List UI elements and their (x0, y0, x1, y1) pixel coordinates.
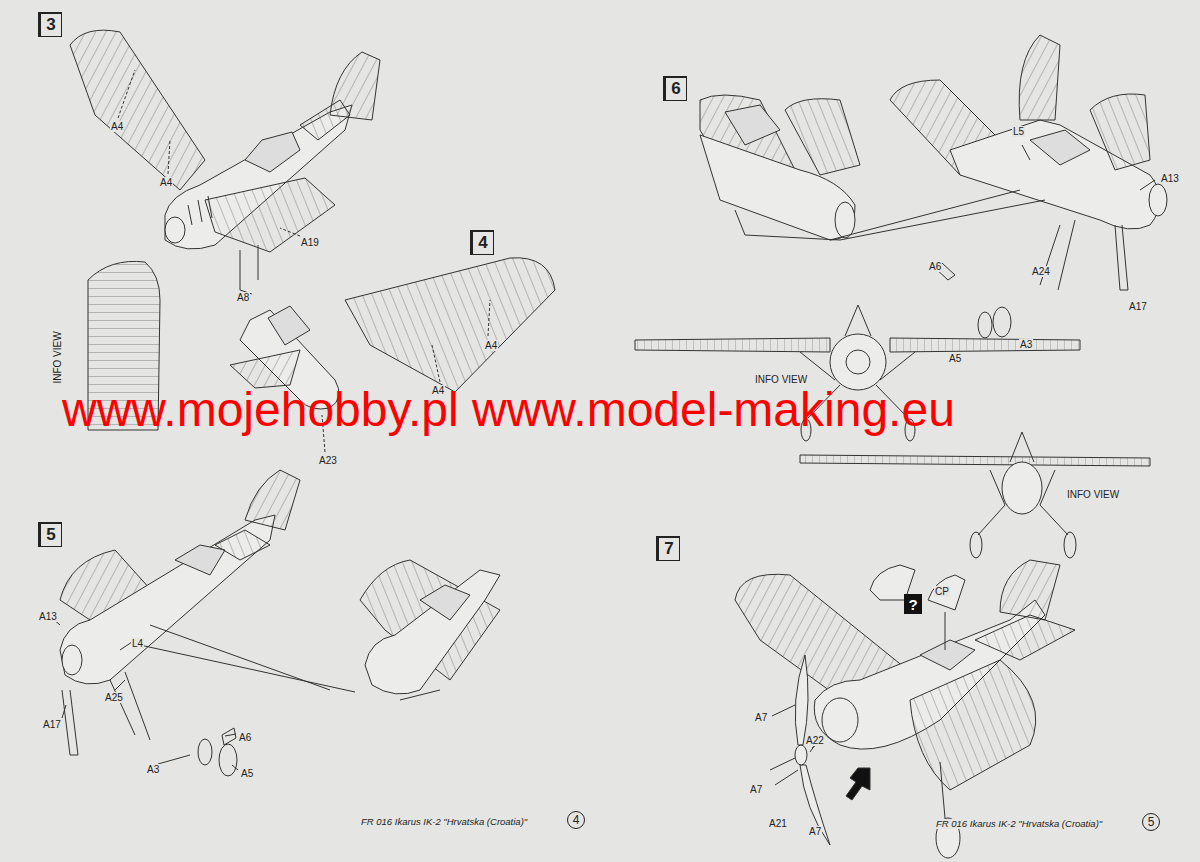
step-number: ? (908, 596, 917, 613)
step-number: 5 (1148, 815, 1155, 829)
part-label: L5 (1012, 126, 1025, 137)
part-label: A3 (146, 764, 160, 775)
step-number: 4 (478, 233, 487, 253)
step-number: 7 (664, 539, 673, 559)
part-label: L4 (131, 638, 144, 649)
step-number: 4 (573, 813, 580, 827)
step-number-box: 4 (470, 230, 494, 255)
part-label: A7 (808, 826, 822, 837)
part-label: A4 (159, 177, 173, 188)
part-label: A17 (1128, 301, 1148, 312)
part-label: A4 (484, 340, 498, 351)
view-note: INFO VIEW (52, 330, 63, 384)
step-number-box: 3 (38, 12, 62, 37)
part-label: A13 (1160, 173, 1180, 184)
part-label: A25 (104, 692, 124, 703)
part-label: A4 (110, 121, 124, 132)
part-label: A21 (768, 818, 788, 829)
footer-text: FR 016 Ikarus IK-2 "Hrvatska (Croatia)" (935, 819, 1103, 829)
part-label: A22 (805, 735, 825, 746)
part-label: CP (934, 586, 950, 597)
part-label: A24 (1031, 266, 1051, 277)
part-label: A3 (1019, 339, 1033, 350)
part-label: A6 (928, 261, 942, 272)
part-label: A7 (754, 712, 768, 723)
part-label: INFO VIEW (1066, 489, 1120, 500)
part-label: A8 (236, 292, 250, 303)
step-number: 6 (671, 79, 680, 99)
step-number-box: 7 (656, 536, 680, 561)
page-number-circle: 5 (1142, 813, 1160, 831)
part-label: A5 (240, 768, 254, 779)
part-label: A17 (42, 719, 62, 730)
part-label: INFO VIEW (754, 374, 808, 385)
footer-text: FR 016 Ikarus IK-2 "Hrvatska (Croatia)" (360, 817, 528, 827)
part-label: A5 (948, 353, 962, 364)
step-number-box: 6 (663, 76, 687, 101)
part-label: A13 (38, 611, 58, 622)
watermark: www.mojehobby.pl www.model-making.eu (62, 386, 955, 434)
part-label: A6 (238, 732, 252, 743)
question-mark-box: ? (904, 594, 922, 614)
page-number-circle: 4 (567, 811, 585, 829)
step-number: 5 (46, 525, 55, 545)
part-label: A7 (749, 784, 763, 795)
part-label: A19 (300, 237, 320, 248)
step-number: 3 (46, 15, 55, 35)
step-number-box: 5 (38, 522, 62, 547)
part-label: A23 (318, 455, 338, 466)
